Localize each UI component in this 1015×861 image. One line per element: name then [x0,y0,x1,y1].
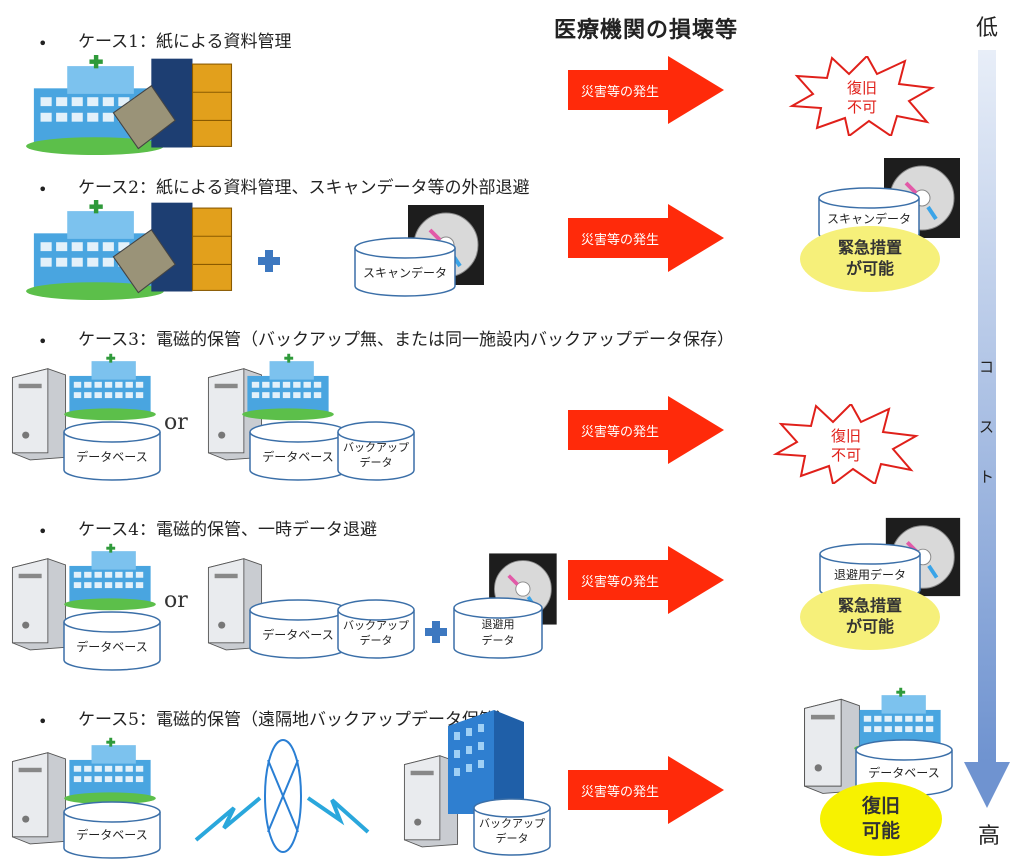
case4-title: ケース4：電磁的保管、一時データ退避 [78,520,377,540]
database-cylinder: データベース [63,611,161,671]
disaster-arrow-label: 災害等の発生 [581,424,659,440]
disaster-arrow: 災害等の発生 [568,56,724,124]
backup-label-2: データ [360,633,393,647]
disaster-arrow: 災害等の発生 [568,204,724,272]
case2-title: ケース2：紙による資料管理、スキャンデータ等の外部退避 [78,178,530,198]
outcome-line2: が可能 [845,617,894,636]
result-storage-label: 退避用データ [834,567,906,582]
database-label: データベース [76,639,147,654]
outcome-line1: 復旧 [861,795,900,818]
result-database-label: データベース [868,765,939,780]
paper-cabinet-icon [108,196,238,296]
backup-label-1: バックアップ [343,619,409,632]
result-storage-label: スキャンデータ [827,211,911,226]
hospital-icon [62,736,158,806]
outcome-line2: が可能 [845,259,894,278]
evac-cylinder: 退避用 データ [453,597,543,659]
disaster-arrow-label: 災害等の発生 [581,574,659,590]
cost-axis-label-3: ト [979,468,995,486]
case5-bullet: • [38,712,48,731]
case3-title: ケース3：電磁的保管（バックアップ無、または同一施設内バックアップデータ保存） [78,330,734,350]
backup-label-2: データ [360,455,393,469]
or-label: or [164,410,188,435]
hospital-icon [62,542,158,612]
cost-axis-arrow [964,50,1010,808]
case5-title: ケース5：電磁的保管（遠隔地バックアップデータ保管） [78,710,513,730]
page-title: 医療機関の損壊等 [554,18,739,43]
evac-label-2: データ [482,633,515,647]
case3-bullet: • [38,332,48,351]
outcome-line1: 復旧 [847,79,877,97]
database-cylinder: データベース [63,801,161,859]
database-label: データベース [262,449,333,464]
recoverable-badge: 復旧可能 [820,782,942,856]
outcome-line1: 緊急措置 [837,596,902,616]
emergency-measure-badge: 緊急措置が可能 [800,584,940,650]
backup-label-2: データ [496,831,529,845]
paper-cabinet-icon [108,52,238,152]
backup-label-1: バックアップ [343,441,409,454]
disaster-arrow: 災害等の発生 [568,546,724,614]
or-label: or [164,588,188,613]
database-label: データベース [262,627,333,642]
unrecoverable-starburst: 復旧 不可 [786,56,938,136]
outcome-line2: 可能 [861,820,900,842]
database-label: データベース [76,827,147,842]
disaster-arrow-label: 災害等の発生 [581,232,659,248]
remote-building-icon [448,710,524,814]
outcome-line1: 緊急措置 [837,238,902,258]
network-link-icon [194,739,370,853]
case1-bullet: • [38,34,48,53]
plus-icon [258,250,280,272]
hospital-icon [240,352,336,422]
outcome-line1: 復旧 [831,427,861,445]
backup-label-1: バックアップ [479,817,545,830]
database-cylinder: データベース [249,599,347,659]
unrecoverable-starburst: 復旧 不可 [770,404,922,484]
storage-cylinder: スキャンデータ [354,237,456,297]
cost-axis-label-1: コ [979,358,995,376]
outcome-line2: 不可 [831,446,861,464]
plus-icon [425,621,447,643]
hospital-icon [62,352,158,422]
database-cylinder: データベース [63,421,161,481]
disaster-arrow-label: 災害等の発生 [581,784,659,800]
cost-high-label: 高 [978,824,1001,849]
database-label: データベース [76,449,147,464]
storage-label: スキャンデータ [363,265,447,280]
emergency-measure-badge: 緊急措置が可能 [800,226,940,292]
backup-cylinder: バックアップ データ [473,798,551,856]
disaster-arrow-label: 災害等の発生 [581,84,659,100]
database-cylinder: データベース [249,421,347,481]
case4-bullet: • [38,522,48,541]
backup-cylinder: バックアップ データ [337,599,415,659]
outcome-line2: 不可 [847,98,877,116]
disaster-arrow: 災害等の発生 [568,396,724,464]
case2-bullet: • [38,180,48,199]
cost-axis-label-2: ス [979,418,995,436]
disaster-arrow: 災害等の発生 [568,756,724,824]
cost-low-label: 低 [976,16,999,41]
case1-title: ケース1：紙による資料管理 [78,32,292,52]
backup-cylinder: バックアップ データ [337,421,415,481]
evac-label-1: 退避用 [482,617,515,631]
